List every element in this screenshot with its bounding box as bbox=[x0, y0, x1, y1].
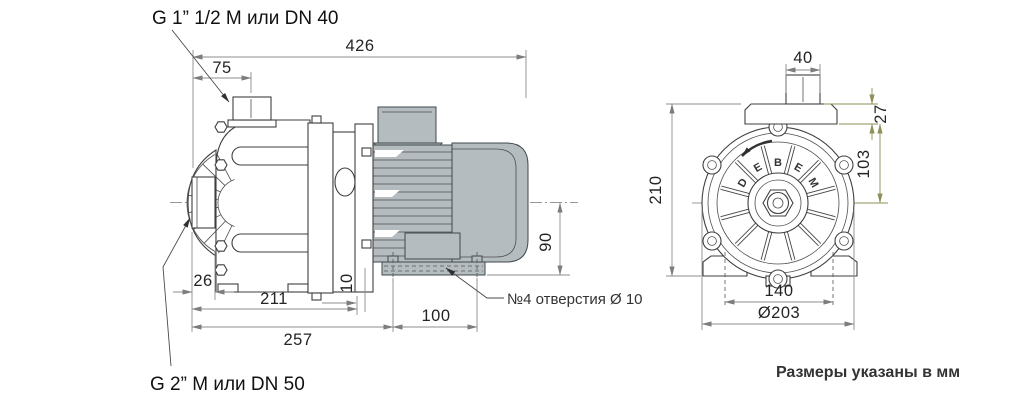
head-flange bbox=[307, 122, 334, 294]
suction-port-label: G 2” М или DN 50 bbox=[150, 374, 305, 395]
tie-rod-nuts bbox=[214, 121, 228, 276]
tie-rod-bottom bbox=[231, 233, 321, 253]
tie-rod-top bbox=[231, 146, 321, 166]
dim-discharge-offset: 75 bbox=[192, 59, 252, 93]
dim-211: 211 bbox=[260, 290, 288, 308]
suction-port bbox=[191, 176, 216, 229]
dim-suction-length: 26 bbox=[173, 232, 234, 300]
units-note: Размеры указаны в мм bbox=[776, 364, 960, 381]
cover-spokes bbox=[720, 145, 836, 261]
dim-casing-diameter: Ø203 bbox=[701, 210, 855, 330]
dim-pump-length: 257 bbox=[191, 278, 394, 349]
dim-motor-foot-holes: 100 bbox=[392, 278, 478, 332]
dim-10: 10 bbox=[338, 273, 356, 292]
side-view: 426 75 26 211 10 257 bbox=[150, 8, 643, 395]
top-flange bbox=[744, 103, 838, 125]
brand-letter: B bbox=[774, 157, 782, 169]
dim-90: 90 bbox=[537, 232, 555, 251]
front-view: D E B E M 40 bbox=[647, 49, 890, 330]
motor-baseplate bbox=[381, 261, 486, 276]
dim-port-axis-height: 103 bbox=[855, 123, 888, 204]
dim-103: 103 bbox=[855, 149, 873, 178]
discharge-port bbox=[232, 96, 272, 121]
discharge-port-label: G 1” 1/2 М или DN 40 bbox=[152, 8, 338, 29]
discharge-flange bbox=[227, 119, 277, 128]
holes-leader bbox=[445, 267, 504, 299]
dim-foot-offset: 10 bbox=[322, 268, 366, 312]
dim-overall-height: 210 bbox=[647, 103, 741, 277]
lantern-window bbox=[334, 167, 356, 197]
lantern bbox=[332, 131, 358, 293]
dim-port-width: 40 bbox=[785, 49, 821, 93]
dim-257: 257 bbox=[283, 331, 312, 349]
dim-foot-spacing: 140 bbox=[724, 252, 834, 308]
head-body bbox=[215, 119, 311, 293]
dim-40: 40 bbox=[793, 49, 812, 67]
dim-210: 210 bbox=[647, 175, 665, 204]
dim-axis-height: 90 bbox=[487, 202, 570, 276]
dim-overall-length: 426 bbox=[192, 37, 527, 168]
dim-203: Ø203 bbox=[758, 304, 800, 322]
motor-rear-body bbox=[451, 142, 529, 263]
discharge-leader bbox=[171, 29, 230, 103]
dim-140: 140 bbox=[764, 282, 793, 300]
rotation-arrow-icon bbox=[741, 139, 773, 157]
dim-426: 426 bbox=[345, 37, 374, 55]
dim-flange-height: 27 bbox=[824, 88, 890, 140]
dim-head-length: 211 bbox=[191, 290, 358, 315]
motor-flange bbox=[354, 123, 374, 293]
dim-75: 75 bbox=[212, 59, 231, 77]
motor bbox=[372, 106, 529, 281]
suction-leader bbox=[162, 217, 191, 367]
dim-26: 26 bbox=[193, 272, 212, 290]
pump-head bbox=[186, 96, 374, 301]
shaft-bore bbox=[766, 191, 790, 215]
bottom-box bbox=[404, 232, 461, 260]
holes-note-label: №4 отверстия Ø 10 bbox=[507, 291, 643, 308]
dim-27: 27 bbox=[872, 104, 890, 123]
dim-100: 100 bbox=[421, 307, 450, 325]
